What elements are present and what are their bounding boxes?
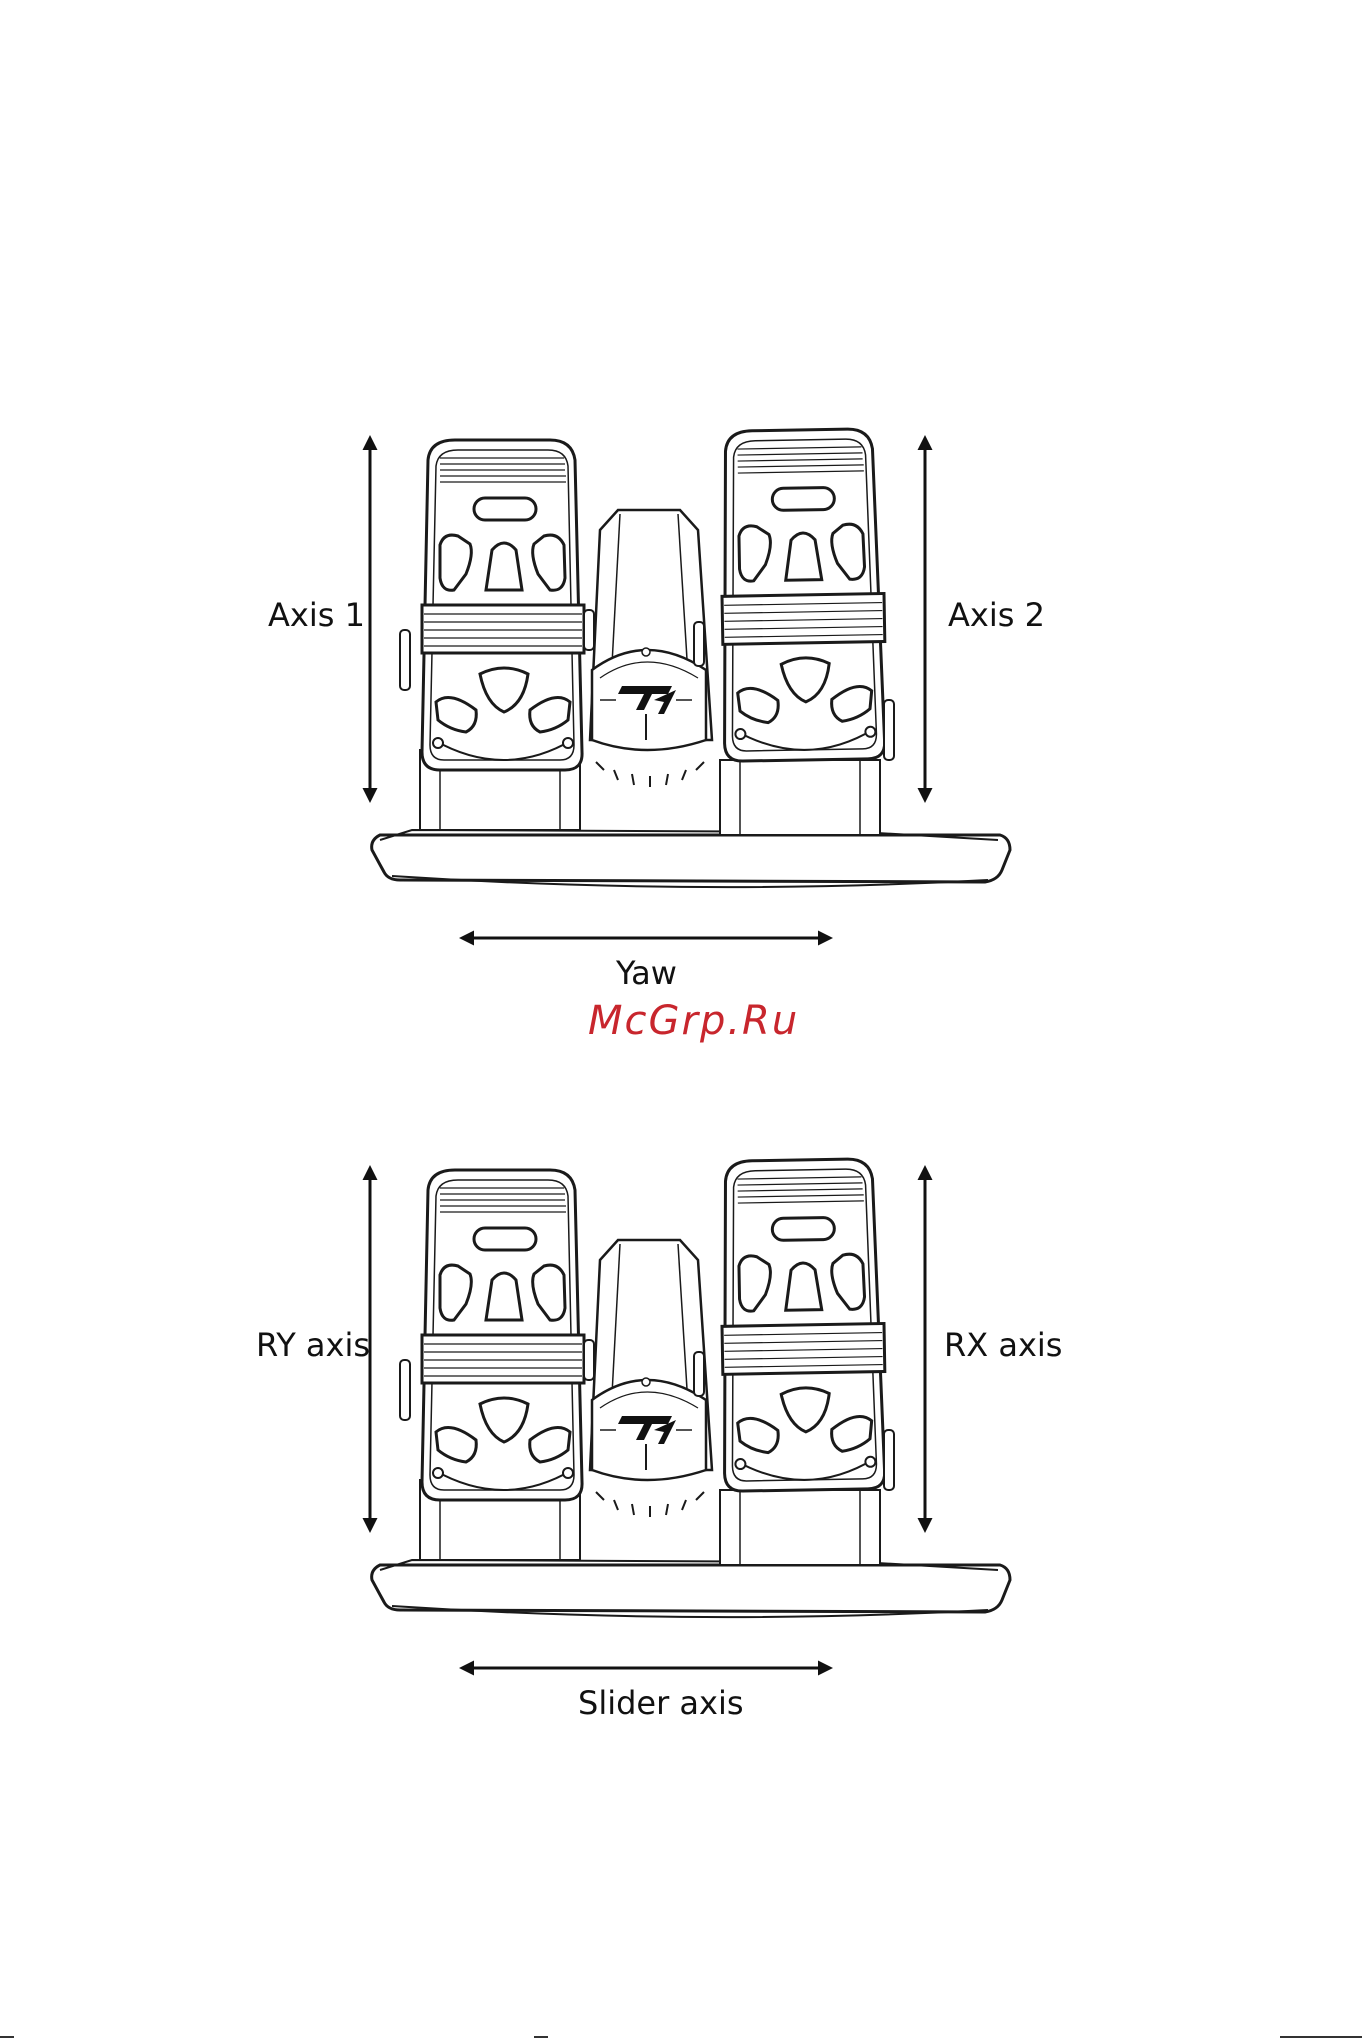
footer-mark-left [0,2036,14,2038]
rudder-pedals-illustration [0,410,1362,1170]
rudder-pedals-illustration [0,1140,1362,1900]
axis-label-right: Axis 2 [948,596,1045,634]
footer-mark-center [534,2036,548,2038]
axis-label-bottom: Slider axis [578,1684,744,1722]
axis-label-left: Axis 1 [268,596,365,634]
axis-label-bottom: Yaw [616,954,677,992]
pedal-diagram-2: RY axis RX axis Slider axis [0,1140,1362,1900]
watermark: McGrp.Ru [588,998,799,1044]
axis-label-left: RY axis [256,1326,370,1364]
axis-label-right: RX axis [944,1326,1062,1364]
footer-mark-right [1280,2036,1362,2038]
pedal-diagram-1: Axis 1 Axis 2 Yaw [0,410,1362,1170]
